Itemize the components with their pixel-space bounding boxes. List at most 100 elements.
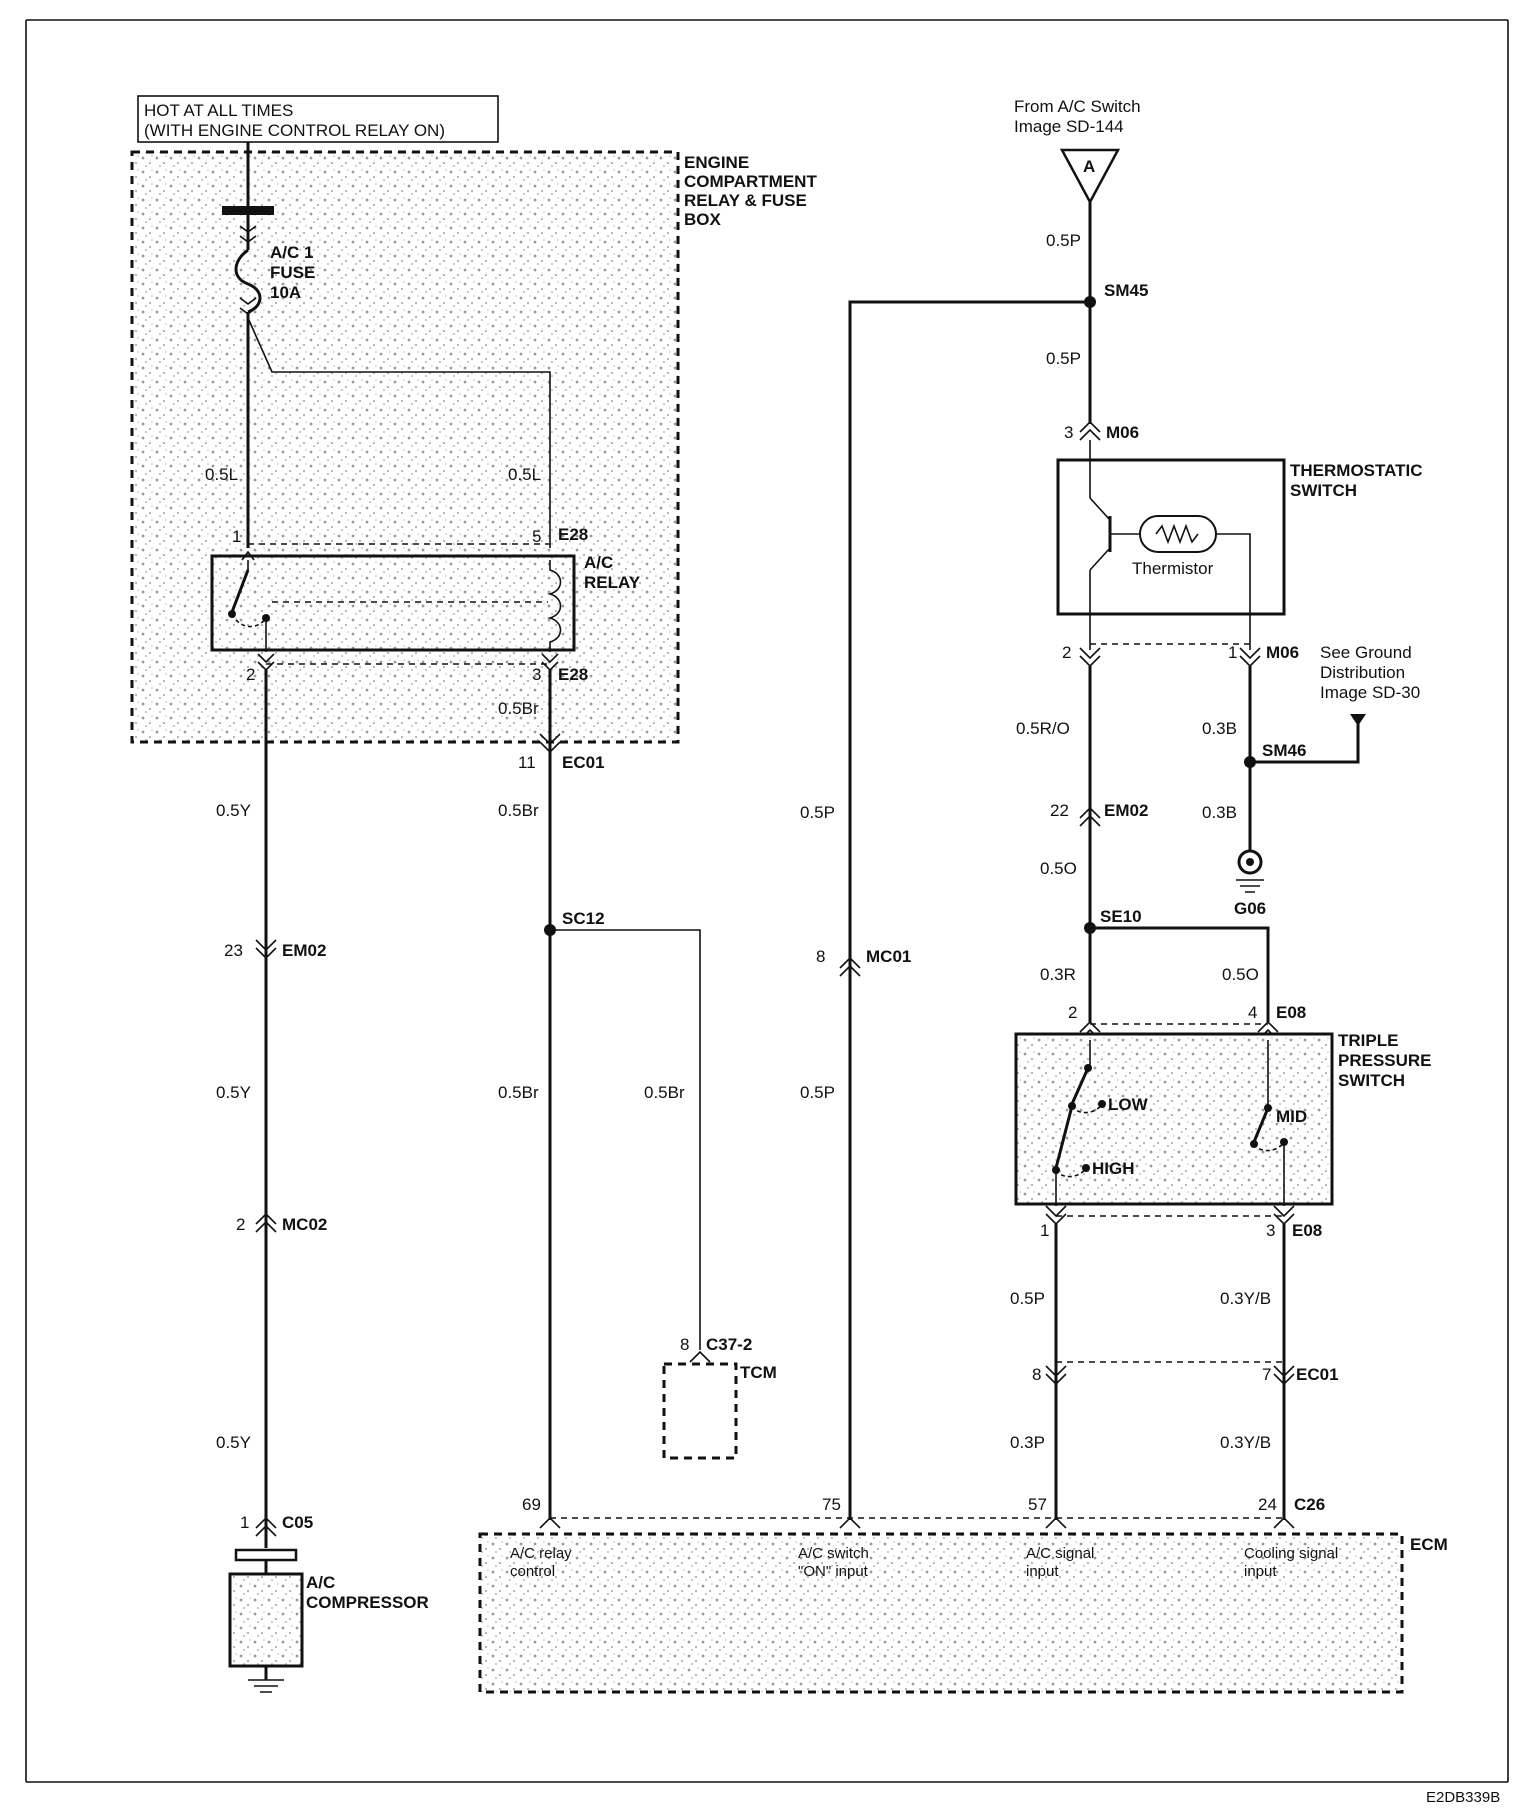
compressor-body bbox=[228, 1572, 304, 1668]
pin-3-m06: 3 bbox=[1064, 423, 1073, 442]
triple-high-label: HIGH bbox=[1092, 1159, 1135, 1178]
fuse-box-label-4: BOX bbox=[684, 210, 722, 229]
ground-distribution-arrow bbox=[1350, 714, 1366, 726]
relay-coil bbox=[547, 560, 562, 652]
connector-M06-top: M06 bbox=[1106, 423, 1139, 442]
wire-label-05Br-c: 0.5Br bbox=[498, 1083, 539, 1102]
connector-MC02-symbol bbox=[255, 1212, 277, 1233]
ecm-label: ECM bbox=[1410, 1535, 1448, 1554]
wire-label-05O-a: 0.5O bbox=[1040, 859, 1077, 878]
triple-mid-arm bbox=[1252, 1107, 1270, 1143]
ecm-relay-control-1: A/C relay bbox=[510, 1545, 572, 1562]
triple-pin3-terminal bbox=[1273, 1205, 1295, 1226]
pin-1-triple: 1 bbox=[1040, 1221, 1049, 1240]
wire-label-05RO: 0.5R/O bbox=[1016, 719, 1070, 738]
ecm-signal-2: input bbox=[1026, 1563, 1059, 1580]
splice-label-SM45: SM45 bbox=[1104, 281, 1148, 300]
triple-high-link bbox=[1055, 1167, 1087, 1178]
thermostatic-switch-box bbox=[1056, 458, 1286, 616]
wire-label-03YB-a: 0.3Y/B bbox=[1220, 1289, 1271, 1308]
pin-57: 57 bbox=[1028, 1495, 1047, 1514]
pin-8-tcm: 8 bbox=[680, 1335, 689, 1354]
wire-label-05Y-c: 0.5Y bbox=[216, 1433, 251, 1452]
wire-label-03B-a: 0.3B bbox=[1202, 719, 1237, 738]
wire-label-05Br-b: 0.5Br bbox=[498, 801, 539, 820]
thermistor-body bbox=[1139, 515, 1217, 553]
splice-label-SC12: SC12 bbox=[562, 909, 605, 928]
compressor-label-2: COMPRESSOR bbox=[306, 1593, 429, 1612]
relay-contact-arm bbox=[230, 569, 250, 613]
triple-label-1: TRIPLE bbox=[1338, 1031, 1398, 1050]
ground-dist-label-2: Distribution bbox=[1320, 663, 1405, 682]
pin-2-triple: 2 bbox=[1068, 1003, 1077, 1022]
triple-low-arm bbox=[1070, 1067, 1090, 1105]
ecm-cooling-2: input bbox=[1244, 1563, 1277, 1580]
thermo-label-1: THERMOSTATIC bbox=[1290, 461, 1423, 480]
fuse-label-3: 10A bbox=[270, 283, 301, 302]
pin-8-ec01: 8 bbox=[1032, 1365, 1041, 1384]
connector-E08-top: E08 bbox=[1276, 1003, 1306, 1022]
ec01-pin8-terminal bbox=[1045, 1365, 1067, 1386]
connector-MC01: MC01 bbox=[866, 947, 911, 966]
pin-2: 2 bbox=[246, 665, 255, 684]
ground-dist-label-3: Image SD-30 bbox=[1320, 683, 1420, 702]
ecm-switch-on-1: A/C switch bbox=[798, 1545, 869, 1562]
fuse-label-2: FUSE bbox=[270, 263, 315, 282]
thermistor-label: Thermistor bbox=[1132, 559, 1214, 578]
connector-M06-top-symbol bbox=[1079, 420, 1101, 441]
fuse-element bbox=[234, 248, 262, 314]
connector-E28-top: E28 bbox=[558, 525, 588, 544]
fuse-label-1: A/C 1 bbox=[270, 243, 313, 262]
triple-mid-link bbox=[1253, 1141, 1285, 1152]
connector-C37-2-symbol bbox=[689, 1350, 711, 1363]
wire-label-05O-b: 0.5O bbox=[1222, 965, 1259, 984]
ground-G06-bolt bbox=[1246, 858, 1254, 866]
thermistor-lead bbox=[1216, 533, 1251, 650]
image-id: E2DB339B bbox=[1426, 1789, 1500, 1806]
supply-line2: (WITH ENGINE CONTROL RELAY ON) bbox=[144, 121, 445, 140]
ecm-signal-1: A/C signal bbox=[1026, 1545, 1094, 1562]
pin-69: 69 bbox=[522, 1495, 541, 1514]
fuse-box-outline bbox=[130, 150, 680, 744]
relay-label-1: A/C bbox=[584, 553, 613, 572]
tcm-label: TCM bbox=[740, 1363, 777, 1382]
fuse-box-label-2: COMPARTMENT bbox=[684, 172, 817, 191]
relay-contact-link bbox=[231, 613, 267, 628]
ground-dist-label-1: See Ground bbox=[1320, 643, 1412, 662]
triple-mid-label: MID bbox=[1276, 1107, 1307, 1126]
wire-05L-right bbox=[247, 317, 551, 548]
ecm-cooling-1: Cooling signal bbox=[1244, 1545, 1338, 1562]
relay-pin1-arrow bbox=[241, 550, 255, 561]
connector-C05: C05 bbox=[282, 1513, 313, 1532]
supply-line1: HOT AT ALL TIMES bbox=[144, 101, 293, 120]
bus-bar bbox=[222, 206, 274, 215]
ground-G06-label: G06 bbox=[1234, 899, 1266, 918]
wire-label-05Br-d: 0.5Br bbox=[644, 1083, 685, 1102]
from-switch-label-2: Image SD-144 bbox=[1014, 117, 1124, 136]
thermistor-resistor-icon bbox=[1155, 523, 1199, 545]
compressor-label-1: A/C bbox=[306, 1573, 335, 1592]
thermo-transistor-c-line bbox=[1089, 497, 1111, 521]
relay-label-2: RELAY bbox=[584, 573, 641, 592]
connector-EM02-left: EM02 bbox=[282, 941, 326, 960]
connector-E28-bottom: E28 bbox=[558, 665, 588, 684]
wire-label-05P-c: 0.5P bbox=[800, 803, 835, 822]
pin-1: 1 bbox=[232, 527, 241, 546]
wire-05P-to-ecm bbox=[848, 300, 1090, 1520]
pin-3-triple: 3 bbox=[1266, 1221, 1275, 1240]
splice-label-SE10: SE10 bbox=[1100, 907, 1142, 926]
connector-EC01-left: EC01 bbox=[562, 753, 605, 772]
connector-C37-2: C37-2 bbox=[706, 1335, 752, 1354]
fuse-box-label-3: RELAY & FUSE bbox=[684, 191, 807, 210]
triple-low-link bbox=[1071, 1103, 1103, 1114]
relay-box bbox=[210, 554, 576, 652]
pin-1-thermo: 1 bbox=[1228, 643, 1237, 662]
wire-05Br-tcm bbox=[550, 929, 701, 1350]
triple-label-3: SWITCH bbox=[1338, 1071, 1405, 1090]
connector-EC01-right: EC01 bbox=[1296, 1365, 1339, 1384]
wire-label-05P-b: 0.5P bbox=[1046, 349, 1081, 368]
pin-4-triple: 4 bbox=[1248, 1003, 1257, 1022]
connector-C26: C26 bbox=[1294, 1495, 1325, 1514]
connector-MC01-symbol bbox=[839, 956, 861, 977]
pin-2-mc02: 2 bbox=[236, 1215, 245, 1234]
